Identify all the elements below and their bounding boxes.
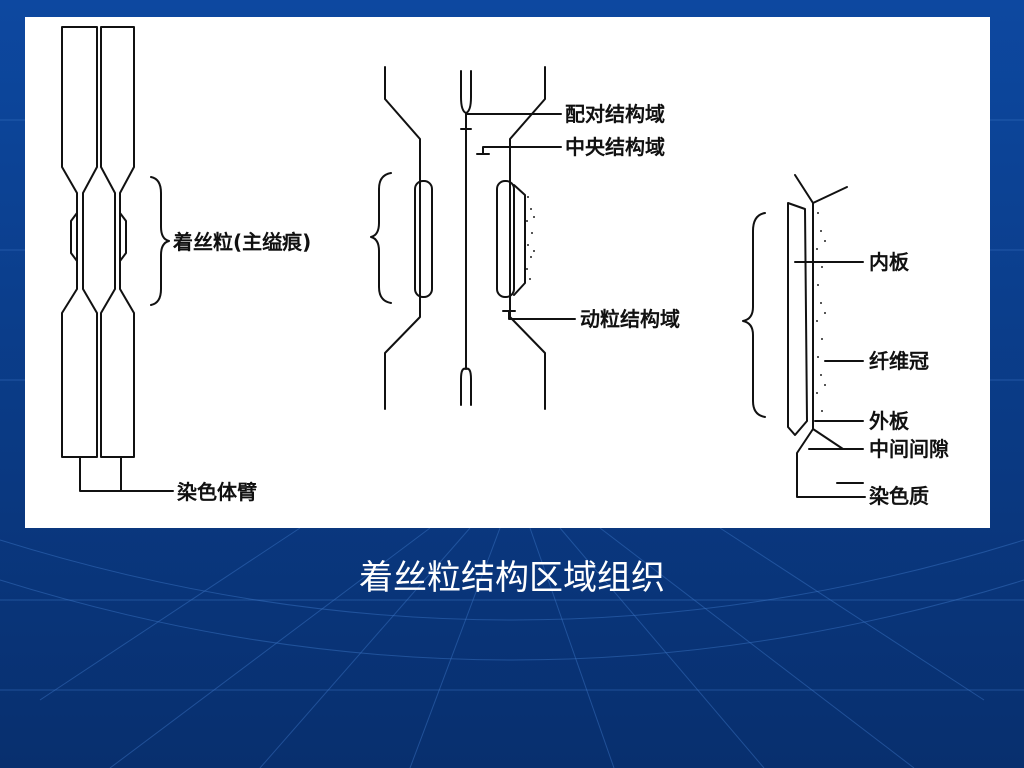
chromatin-label: 染色质	[869, 484, 929, 508]
detail-outer-edge	[794, 174, 866, 498]
middle-left-kinetochore	[414, 180, 433, 298]
centromere-label: 着丝粒(主缢痕)	[173, 230, 312, 254]
chromosome-arm-leader	[79, 456, 174, 492]
middle-brace	[370, 172, 392, 304]
interzone-label: 中间间隙	[869, 437, 949, 461]
centromere-diagram	[61, 26, 866, 498]
pairing-leader	[460, 113, 562, 130]
detail-upper-arm	[812, 186, 848, 204]
kinetochore-leader	[502, 310, 576, 320]
chromatid-left	[61, 26, 98, 458]
kinetochore-right-bump	[119, 212, 127, 262]
outer-plate-label: 外板	[869, 409, 909, 433]
middle-right-kinetochore	[496, 180, 515, 298]
middle-axis	[460, 70, 472, 406]
slide-caption: 着丝粒结构区域组织	[359, 558, 665, 598]
middle-right-outline	[509, 66, 546, 410]
fibrous-corona-label: 纤维冠	[869, 349, 929, 373]
chromosome-arm-label: 染色体臂	[177, 480, 257, 504]
central-leader	[476, 146, 562, 155]
detail-brace	[742, 212, 766, 418]
kinetochore-left-bump	[70, 212, 78, 262]
central-domain-label: 中央结构域	[565, 135, 665, 159]
middle-left-outline	[384, 66, 421, 410]
corona-outline	[513, 184, 526, 296]
centromere-brace	[150, 176, 170, 306]
chromatid-right	[100, 26, 135, 458]
detail-lower-arm	[812, 428, 844, 450]
figure-panel: 着丝粒(主缢痕) 染色体臂 配对结构域 中央结构域 动粒结构域 内板 纤维冠 外…	[25, 17, 990, 528]
inner-plate	[787, 202, 808, 436]
kinetochore-domain-label: 动粒结构域	[580, 307, 680, 331]
inner-plate-label: 内板	[869, 250, 909, 274]
pairing-domain-label: 配对结构域	[565, 102, 665, 126]
